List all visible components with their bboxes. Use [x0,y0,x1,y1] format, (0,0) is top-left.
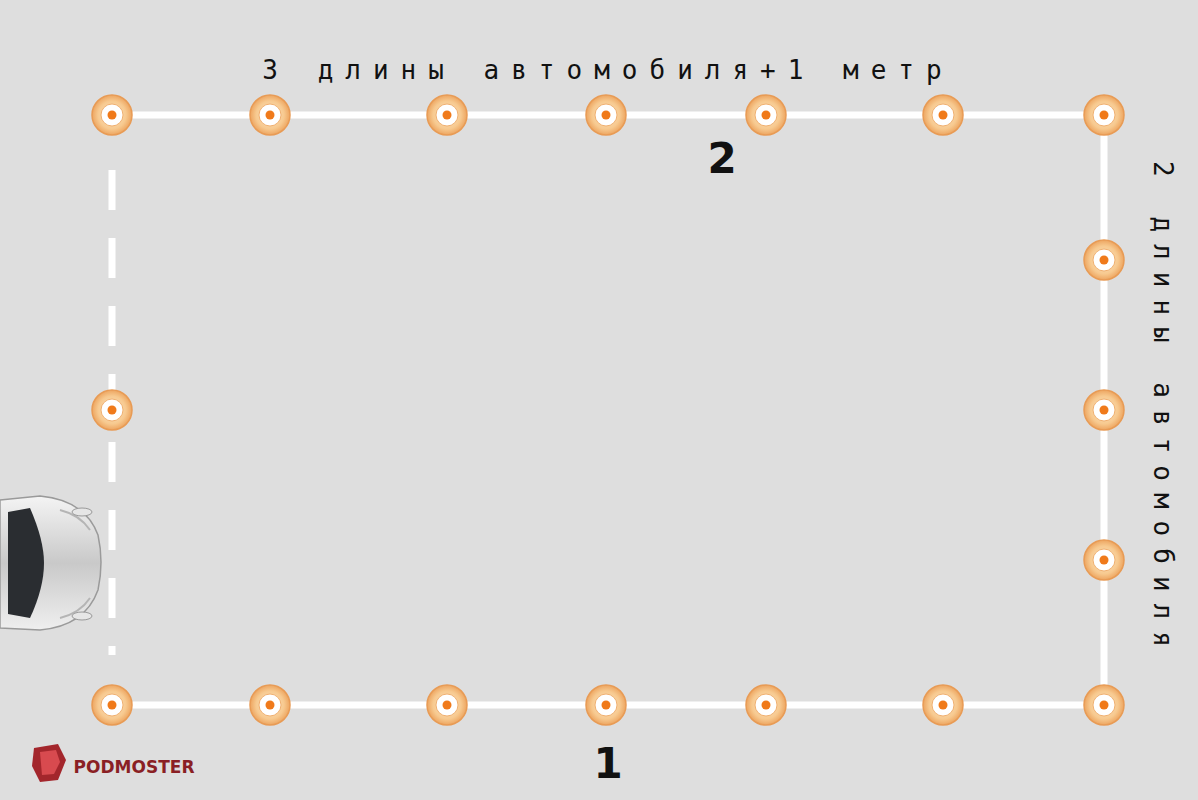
logo-emblem [32,744,66,782]
dimension-label: 3 длины автомобиля+1 метр [262,55,953,85]
boundary-line [112,115,1104,705]
callout-number: 2 [707,134,736,183]
callout-number: 1 [593,739,622,788]
watermark: PODMOSTER [74,757,195,777]
cone [92,95,1124,725]
car [0,496,101,630]
dimension-label: 2 длины автомобиля [1148,161,1178,659]
